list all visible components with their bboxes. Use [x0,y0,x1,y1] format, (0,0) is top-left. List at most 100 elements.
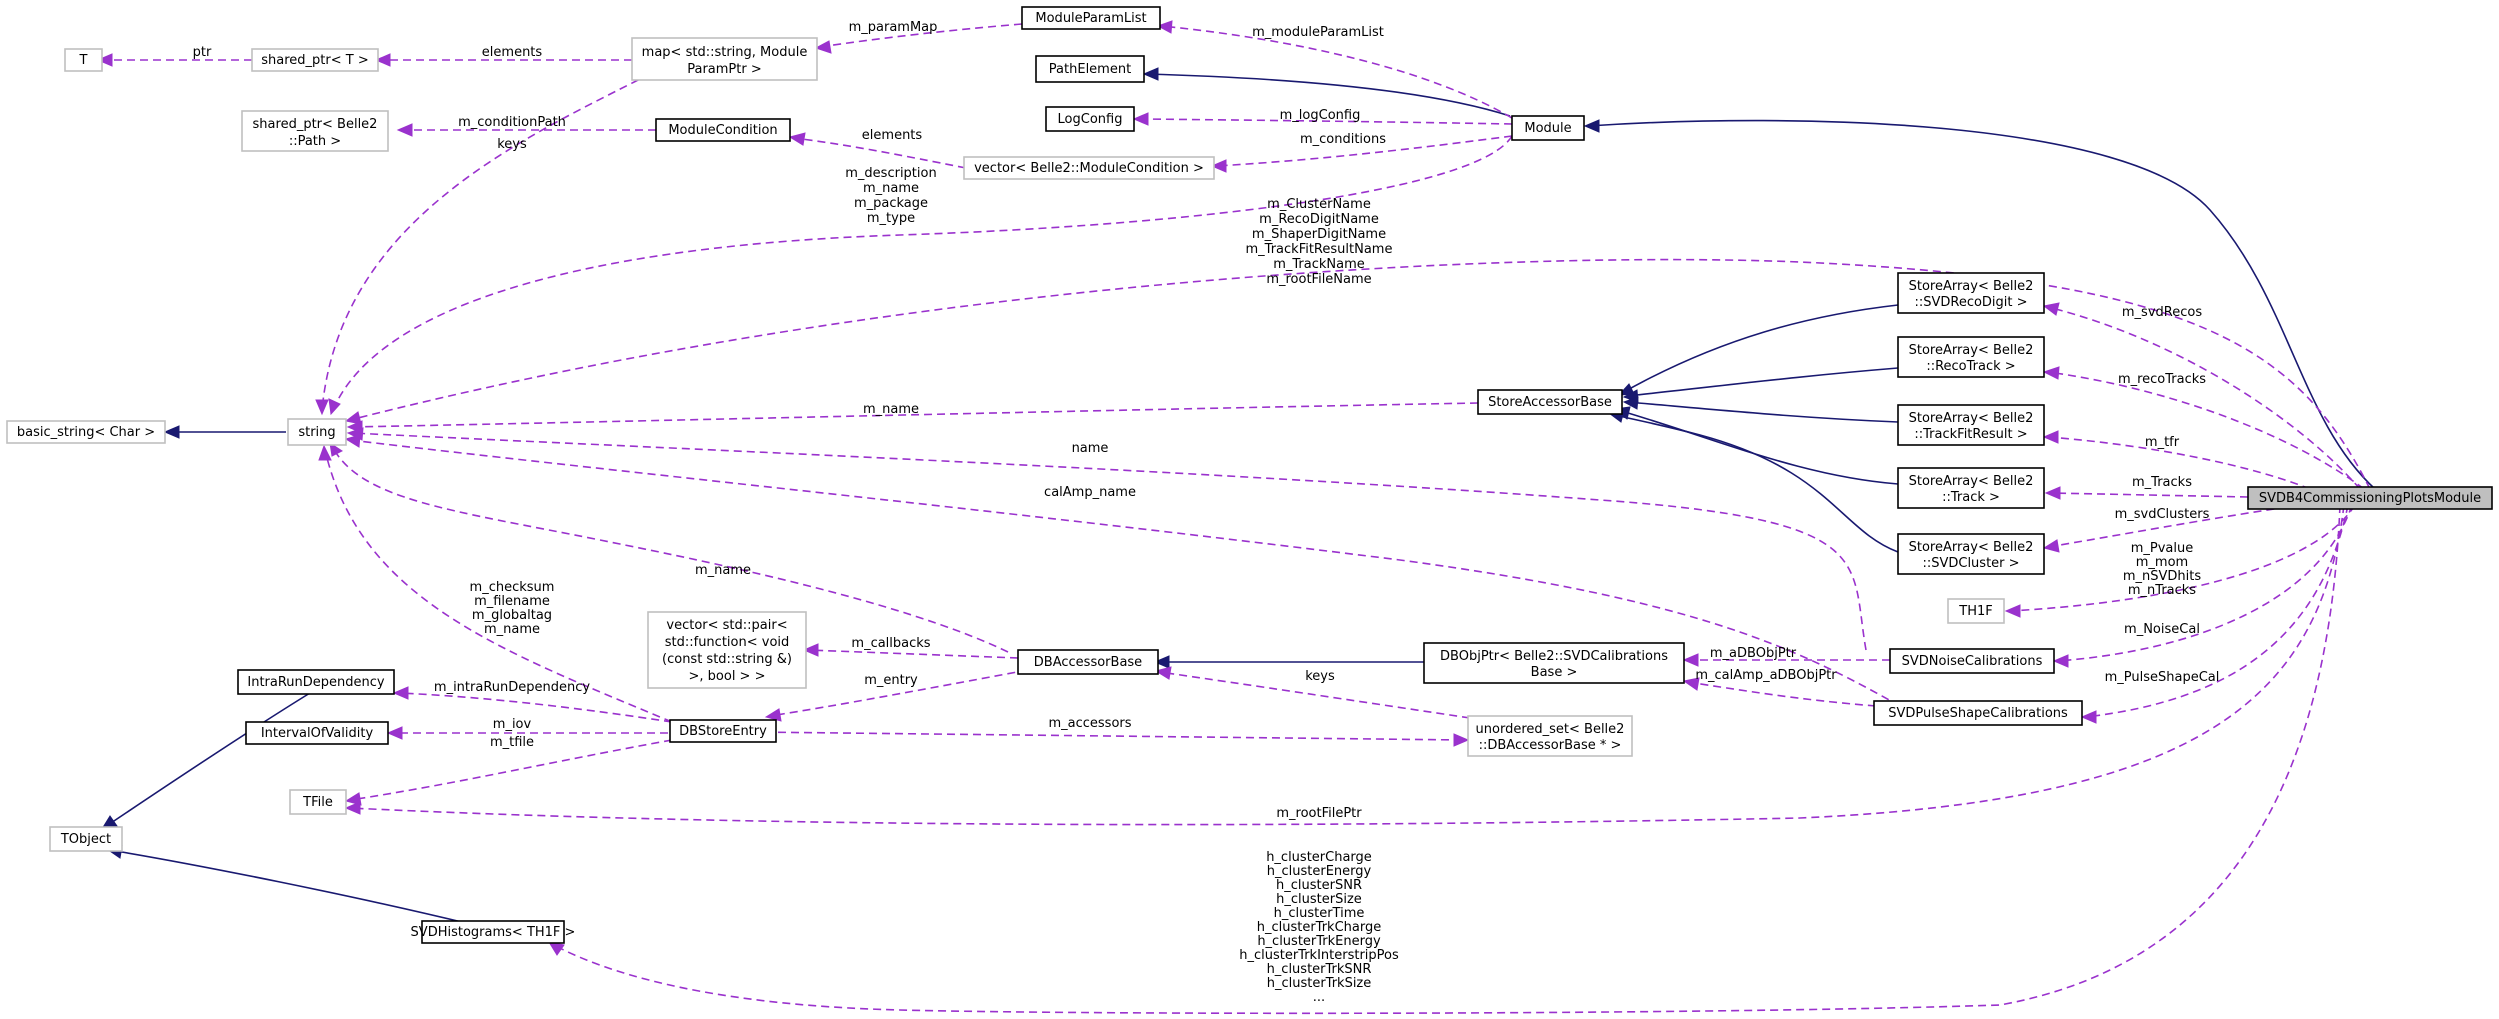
node-pathelement[interactable]: PathElement [1035,55,1145,83]
node-module[interactable]: Module [1511,115,1585,141]
node-vector-modulecondition[interactable]: vector< Belle2::ModuleCondition > [963,156,1215,180]
edge-elements-map [374,53,632,67]
svg-text:Module: Module [1524,121,1571,136]
node-vector-pair[interactable]: vector< std::pair< std::function< void (… [647,611,807,689]
edge-hist-members [547,504,2341,1015]
svg-text:StoreArray< Belle2: StoreArray< Belle2 [1909,343,2034,358]
svg-text:SVDB4CommissioningPlotsModule: SVDB4CommissioningPlotsModule [2259,491,2481,506]
label-m-tracks: m_Tracks [2132,475,2192,490]
label-name: name [1072,441,1109,456]
svg-text:DBStoreEntry: DBStoreEntry [679,724,767,739]
svg-text:m_TrackName: m_TrackName [1273,257,1365,272]
node-storearray-track[interactable]: StoreArray< Belle2 ::Track > [1897,467,2045,509]
node-storearray-svdrecodigit[interactable]: StoreArray< Belle2 ::SVDRecoDigit > [1897,272,2045,314]
svg-text:unordered_set< Belle2: unordered_set< Belle2 [1476,722,1625,737]
svg-text:...: ... [1313,990,1325,1005]
edge-module-strings [328,135,1513,416]
node-svdnoisecalibrations[interactable]: SVDNoiseCalibrations [1889,648,2055,674]
svg-text:m_Pvalue: m_Pvalue [2131,541,2194,556]
edge-m-tracks [2044,486,2249,500]
label-keys-map: keys [497,137,527,152]
label-ptr: ptr [193,45,212,60]
label-m-moduleparamlist: m_moduleParamList [1252,25,1384,40]
svg-text:h_clusterCharge: h_clusterCharge [1266,850,1372,865]
node-basic-string[interactable]: basic_string< Char > [6,420,166,444]
node-svdhistograms[interactable]: SVDHistograms< TH1F > [411,920,576,944]
label-th1f-members: m_Pvalue m_mom m_nSVDhits m_nTracks [2123,541,2202,598]
edge-th1f-members [2004,504,2356,618]
edge-recotrack-inherits-sab [1622,367,1899,403]
node-storearray-svdcluster[interactable]: StoreArray< Belle2 ::SVDCluster > [1897,533,2045,575]
label-m-calamp-adbobjptr: m_calAmp_aDBObjPtr [1695,668,1837,683]
svg-text:m_package: m_package [854,196,928,211]
edge-trackfitresult-inherits-sab [1622,396,1899,423]
node-shared-ptr-path[interactable]: shared_ptr< Belle2 ::Path > [241,110,389,152]
label-hist-members: h_clusterCharge h_clusterEnergy h_cluste… [1239,850,1399,1005]
node-intrarundependency[interactable]: IntraRunDependency [237,669,395,695]
svg-text:DBObjPtr< Belle2::SVDCalibrati: DBObjPtr< Belle2::SVDCalibrations [1440,649,1668,664]
svg-text:::RecoTrack >: ::RecoTrack > [1926,359,2015,374]
svg-text:h_clusterTrkEnergy: h_clusterTrkEnergy [1257,934,1381,949]
label-m-svdclusters: m_svdClusters [2115,507,2210,522]
svg-text:::SVDRecoDigit >: ::SVDRecoDigit > [1914,295,2027,310]
node-tobject[interactable]: TObject [49,826,123,852]
svg-text:m_name: m_name [484,622,540,637]
svg-text:m_name: m_name [863,181,919,196]
svg-text:StoreArray< Belle2: StoreArray< Belle2 [1909,474,2034,489]
edge-m-svdclusters [2042,504,2301,553]
svg-text:ModuleParamList: ModuleParamList [1035,11,1146,26]
svg-text:m_filename: m_filename [474,594,550,609]
svg-text:m_description: m_description [845,166,936,181]
label-m-logconfig: m_logConfig [1280,108,1361,123]
svg-text:m_checksum: m_checksum [470,580,555,595]
svg-text:StoreArray< Belle2: StoreArray< Belle2 [1909,279,2034,294]
edge-m-calamp-adbobjptr [1682,677,1877,707]
svg-text:SVDHistograms< TH1F >: SVDHistograms< TH1F > [411,925,576,940]
node-dbstoreentry[interactable]: DBStoreEntry [669,719,777,743]
label-m-adbobjptr: m_aDBObjPtr [1710,646,1797,661]
node-svdpulseshapecalibrations[interactable]: SVDPulseShapeCalibrations [1873,700,2083,726]
node-moduleparamlist[interactable]: ModuleParamList [1021,6,1161,30]
node-t[interactable]: T [64,48,103,72]
svg-text:h_clusterEnergy: h_clusterEnergy [1267,864,1372,879]
node-th1f[interactable]: TH1F [1947,598,2005,624]
svg-text:h_clusterTrkCharge: h_clusterTrkCharge [1257,920,1382,935]
node-string[interactable]: string [287,418,347,446]
node-svdb4commissioningplotsmodule[interactable]: SVDB4CommissioningPlotsModule [2247,486,2493,510]
svg-text:vector< Belle2::ModuleConditio: vector< Belle2::ModuleCondition > [974,161,1204,176]
svg-text:IntraRunDependency: IntraRunDependency [247,675,385,690]
label-calamp-name: calAmp_name [1044,485,1136,500]
edge-m-intrarundependency [392,686,673,723]
node-dbaccessorbase[interactable]: DBAccessorBase [1017,649,1159,675]
node-dbobjptr[interactable]: DBObjPtr< Belle2::SVDCalibrations Base > [1423,642,1685,684]
edge-calamp-name [344,434,1901,707]
label-m-callbacks: m_callbacks [851,636,930,651]
edge-m-rootfileptr [344,504,2345,826]
svg-text:::DBAccessorBase * >: ::DBAccessorBase * > [1479,738,1622,753]
node-tfile[interactable]: TFile [289,789,347,815]
svg-text:string: string [298,425,335,440]
node-map-param[interactable]: map< std::string, Module ParamPtr > [631,37,818,81]
label-m-accessors: m_accessors [1048,716,1131,731]
svg-text:StoreAccessorBase: StoreAccessorBase [1488,395,1612,410]
edge-dbse-strings [318,444,673,723]
node-shared-ptr-t[interactable]: shared_ptr< T > [251,48,379,72]
node-storeaccessorbase[interactable]: StoreAccessorBase [1477,389,1623,415]
node-logconfig[interactable]: LogConfig [1045,106,1135,132]
edge-m-svdrecos [2042,302,2361,490]
svg-text:m_globaltag: m_globaltag [472,608,552,623]
edge-m-conditions [1210,135,1513,173]
node-storearray-trackfitresult[interactable]: StoreArray< Belle2 ::TrackFitResult > [1897,404,2045,446]
edge-svdcluster-inherits-sab [1607,409,1899,553]
node-intervalofvalidity[interactable]: IntervalOfValidity [245,721,389,745]
svg-text:shared_ptr< Belle2: shared_ptr< Belle2 [253,117,378,132]
node-unordered-set[interactable]: unordered_set< Belle2 ::DBAccessorBase *… [1467,715,1633,757]
node-modulecondition[interactable]: ModuleCondition [655,118,791,142]
svg-text:PathElement: PathElement [1049,62,1131,77]
node-storearray-recotrack[interactable]: StoreArray< Belle2 ::RecoTrack > [1897,336,2045,378]
label-m-entry: m_entry [864,673,918,688]
svg-text:m_ClusterName: m_ClusterName [1267,197,1371,212]
edge-string-inherits-basic-string [163,425,286,439]
svg-text:h_clusterTrkSize: h_clusterTrkSize [1267,976,1372,991]
label-keys-set: keys [1305,669,1335,684]
